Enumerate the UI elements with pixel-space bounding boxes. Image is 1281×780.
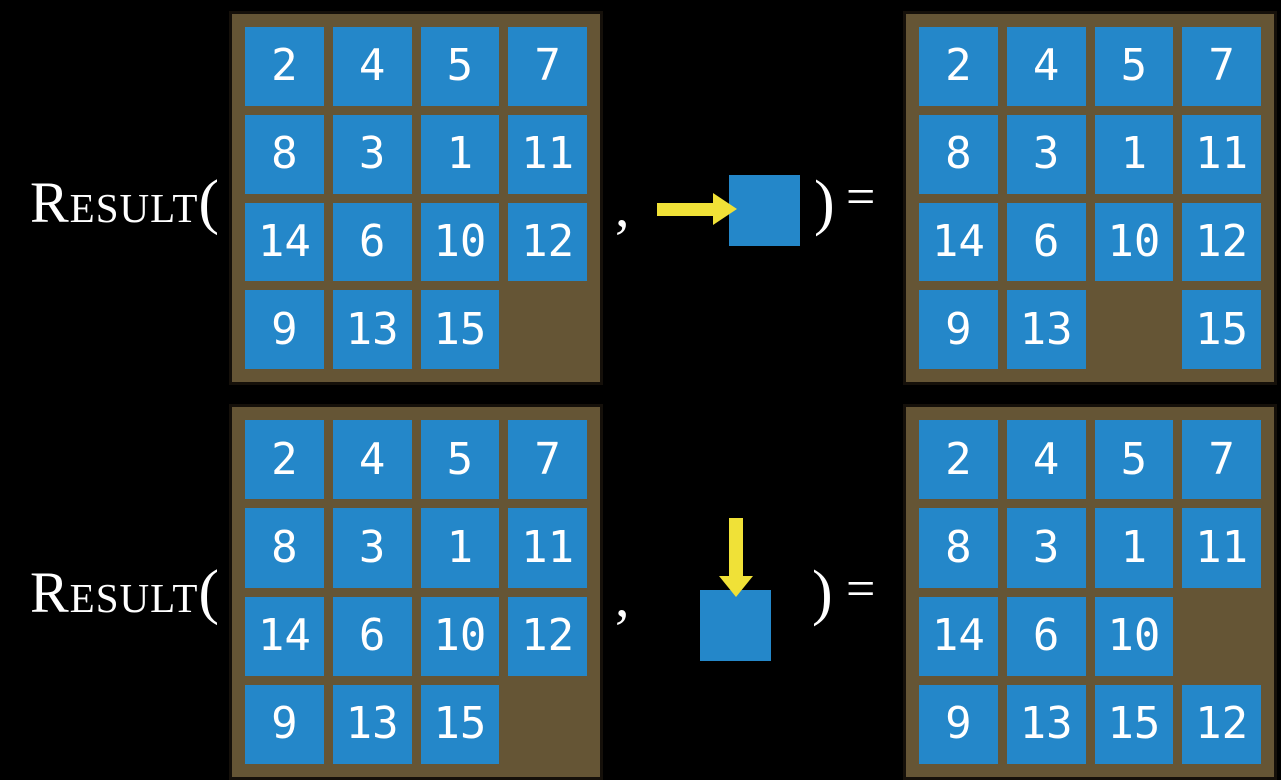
tile-3: 3 bbox=[332, 114, 412, 194]
tile-11: 11 bbox=[1182, 114, 1261, 194]
tile-10: 10 bbox=[1094, 202, 1174, 282]
equals-sign: = bbox=[846, 561, 876, 618]
arrow-head bbox=[713, 193, 737, 225]
tile-1: 1 bbox=[1094, 508, 1174, 588]
tile-1: 1 bbox=[420, 508, 500, 588]
arrow-shaft bbox=[729, 518, 743, 578]
tile-7: 7 bbox=[508, 420, 587, 500]
tile-11: 11 bbox=[508, 508, 587, 588]
tile-2: 2 bbox=[919, 27, 998, 106]
arrow-shaft bbox=[657, 203, 715, 216]
tile-9: 9 bbox=[919, 684, 998, 764]
tile-8: 8 bbox=[919, 114, 998, 194]
result-function-label: Result( bbox=[30, 170, 220, 235]
equals-sign: = bbox=[846, 169, 876, 226]
arrow-head bbox=[719, 576, 753, 597]
tile-2: 2 bbox=[245, 27, 324, 106]
tile-8: 8 bbox=[245, 508, 324, 588]
comma-separator: , bbox=[615, 564, 630, 629]
comma-separator: , bbox=[615, 174, 630, 239]
open-paren: ( bbox=[198, 558, 220, 626]
tile-14: 14 bbox=[919, 596, 998, 676]
open-paren: ( bbox=[198, 168, 220, 236]
tile-10: 10 bbox=[1094, 596, 1174, 676]
empty-cell bbox=[508, 685, 587, 764]
tile-14: 14 bbox=[245, 596, 324, 676]
tile-4: 4 bbox=[1006, 420, 1086, 500]
tile-11: 11 bbox=[508, 114, 587, 194]
action-tile-square-icon bbox=[729, 175, 800, 246]
empty-cell bbox=[1095, 290, 1174, 369]
tile-9: 9 bbox=[245, 290, 324, 369]
tile-15: 15 bbox=[420, 290, 500, 369]
empty-cell bbox=[508, 290, 587, 369]
action-tile-square-icon bbox=[700, 590, 771, 661]
tile-14: 14 bbox=[919, 202, 998, 282]
tile-12: 12 bbox=[508, 202, 587, 282]
tile-11: 11 bbox=[1182, 508, 1261, 588]
empty-cell bbox=[1182, 597, 1261, 676]
tile-1: 1 bbox=[420, 114, 500, 194]
tile-13: 13 bbox=[1006, 290, 1086, 369]
tile-14: 14 bbox=[245, 202, 324, 282]
tile-12: 12 bbox=[508, 596, 587, 676]
tile-9: 9 bbox=[919, 290, 998, 369]
tile-2: 2 bbox=[919, 420, 998, 500]
tile-12: 12 bbox=[1182, 684, 1261, 764]
tile-1: 1 bbox=[1094, 114, 1174, 194]
result-function-label: Result( bbox=[30, 560, 220, 625]
close-paren: ) bbox=[812, 559, 833, 627]
tile-4: 4 bbox=[1006, 27, 1086, 106]
tile-10: 10 bbox=[420, 596, 500, 676]
tile-6: 6 bbox=[332, 596, 412, 676]
tile-13: 13 bbox=[332, 684, 412, 764]
close-paren: ) bbox=[814, 169, 835, 237]
tile-6: 6 bbox=[1006, 202, 1086, 282]
tile-8: 8 bbox=[245, 114, 324, 194]
function-name: Result bbox=[30, 560, 199, 625]
tile-5: 5 bbox=[1094, 27, 1174, 106]
tile-12: 12 bbox=[1182, 202, 1261, 282]
tile-6: 6 bbox=[1006, 596, 1086, 676]
tile-10: 10 bbox=[420, 202, 500, 282]
tile-7: 7 bbox=[1182, 420, 1261, 500]
tile-4: 4 bbox=[332, 420, 412, 500]
tile-2: 2 bbox=[245, 420, 324, 500]
move-down-arrow-icon bbox=[719, 518, 753, 598]
tile-3: 3 bbox=[1006, 114, 1086, 194]
function-name: Result bbox=[30, 170, 199, 235]
tile-3: 3 bbox=[332, 508, 412, 588]
tile-5: 5 bbox=[1094, 420, 1174, 500]
tile-8: 8 bbox=[919, 508, 998, 588]
move-right-arrow-icon bbox=[657, 193, 737, 225]
tile-4: 4 bbox=[332, 27, 412, 106]
tile-7: 7 bbox=[508, 27, 587, 106]
tile-13: 13 bbox=[1006, 684, 1086, 764]
tile-13: 13 bbox=[332, 290, 412, 369]
tile-15: 15 bbox=[1182, 290, 1261, 369]
tile-3: 3 bbox=[1006, 508, 1086, 588]
tile-15: 15 bbox=[420, 684, 500, 764]
tile-5: 5 bbox=[420, 27, 500, 106]
tile-5: 5 bbox=[420, 420, 500, 500]
tile-7: 7 bbox=[1182, 27, 1261, 106]
tile-15: 15 bbox=[1094, 684, 1174, 764]
tile-6: 6 bbox=[332, 202, 412, 282]
tile-9: 9 bbox=[245, 684, 324, 764]
